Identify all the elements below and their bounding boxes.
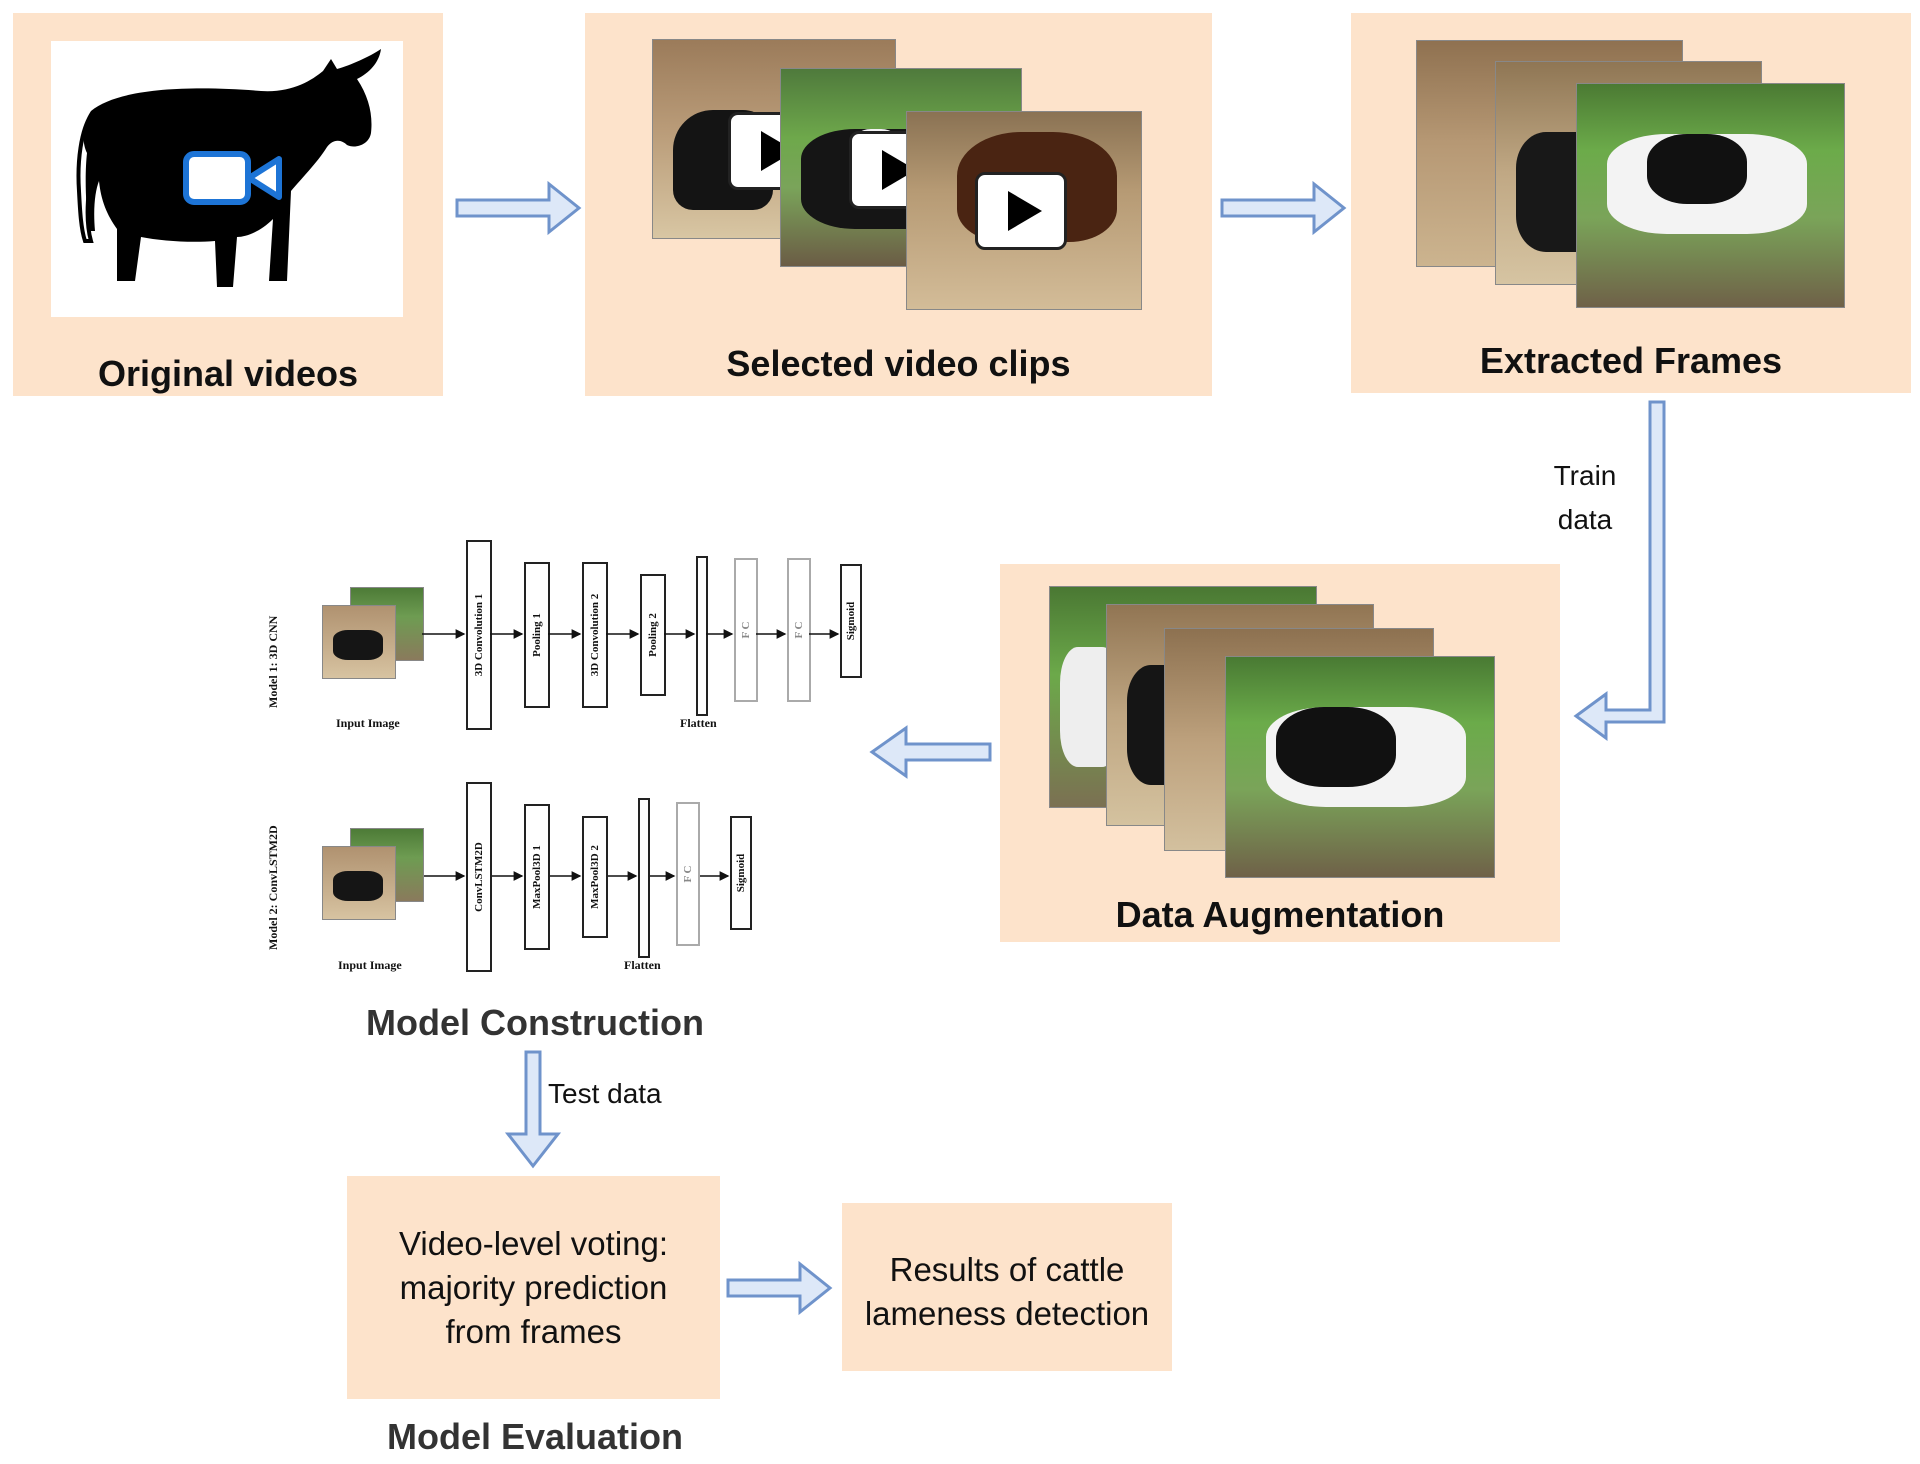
- selected-clips-label: Selected video clips: [726, 343, 1071, 384]
- arrow-augmentation-to-model: [869, 725, 992, 779]
- model1-layer-3: 3D Convolution 2: [582, 562, 608, 708]
- arrow-evaluation-to-results: [726, 1260, 833, 1316]
- aug-image-4: [1225, 656, 1495, 878]
- evaluation-text: Video-level voting: majority prediction …: [398, 1225, 669, 1350]
- play-icon: [975, 172, 1067, 250]
- model1-input-image-front: [322, 605, 396, 679]
- results-text: Results of cattle lameness detection: [864, 1251, 1150, 1332]
- video-camera-icon: [183, 151, 282, 205]
- model2-input-image-front: [322, 846, 396, 920]
- model1-flatten-layer: [696, 556, 708, 716]
- frame-image-3: [1576, 83, 1845, 308]
- cow-image-panel: [51, 41, 403, 317]
- model2-input-label: Input Image: [338, 958, 402, 972]
- model1-layer-7: Sigmoid: [840, 564, 862, 678]
- model1-layer-1: 3D Convolution 1: [466, 540, 492, 730]
- model-construction-label: Model Construction: [366, 1002, 704, 1043]
- arrow-clips-to-frames: [1220, 180, 1347, 236]
- extracted-frames-box: Extracted Frames: [1351, 13, 1911, 393]
- model1-layer-5: F C: [734, 558, 758, 702]
- data-augmentation-box: Data Augmentation: [1000, 564, 1560, 942]
- model-construction-area: Model 1: 3D CNN Input Image Flatten 3D C…: [260, 530, 870, 980]
- model2-flatten-layer: [638, 798, 650, 958]
- model1-layer-4: Pooling 2: [640, 574, 666, 696]
- clip-frame-3: [906, 111, 1142, 310]
- model2-layer-2: MaxPool3D 1: [524, 804, 550, 950]
- model2-layer-5: Sigmoid: [730, 816, 752, 930]
- arrow-frames-to-augmentation: [1573, 400, 1666, 741]
- test-data-label: Test data: [548, 1078, 662, 1109]
- model2-layer-4: F C: [676, 802, 700, 946]
- selected-clips-box: Selected video clips: [585, 13, 1212, 396]
- arrow-model-to-evaluation: [504, 1050, 562, 1169]
- model1-input-label: Input Image: [336, 716, 400, 730]
- original-videos-label: Original videos: [97, 353, 359, 394]
- model1-connectors: [422, 629, 840, 881]
- model1-flatten-label: Flatten: [680, 716, 717, 730]
- original-videos-box: Original videos: [13, 13, 443, 396]
- extracted-frames-label: Extracted Frames: [1479, 340, 1783, 381]
- model2-layer-3: MaxPool3D 2: [582, 816, 608, 938]
- results-box: Results of cattle lameness detection: [842, 1203, 1172, 1371]
- arrow-original-to-clips: [455, 180, 582, 236]
- train-data-label: Train data: [1553, 460, 1617, 535]
- evaluation-box: Video-level voting: majority prediction …: [347, 1176, 720, 1399]
- model2-flatten-label: Flatten: [624, 958, 661, 972]
- model-evaluation-label: Model Evaluation: [386, 1416, 684, 1457]
- model1-layer-2: Pooling 1: [524, 562, 550, 708]
- model2-layer-1: ConvLSTM2D: [466, 782, 492, 972]
- data-augmentation-label: Data Augmentation: [1115, 894, 1445, 935]
- model1-layer-6: F C: [787, 558, 811, 702]
